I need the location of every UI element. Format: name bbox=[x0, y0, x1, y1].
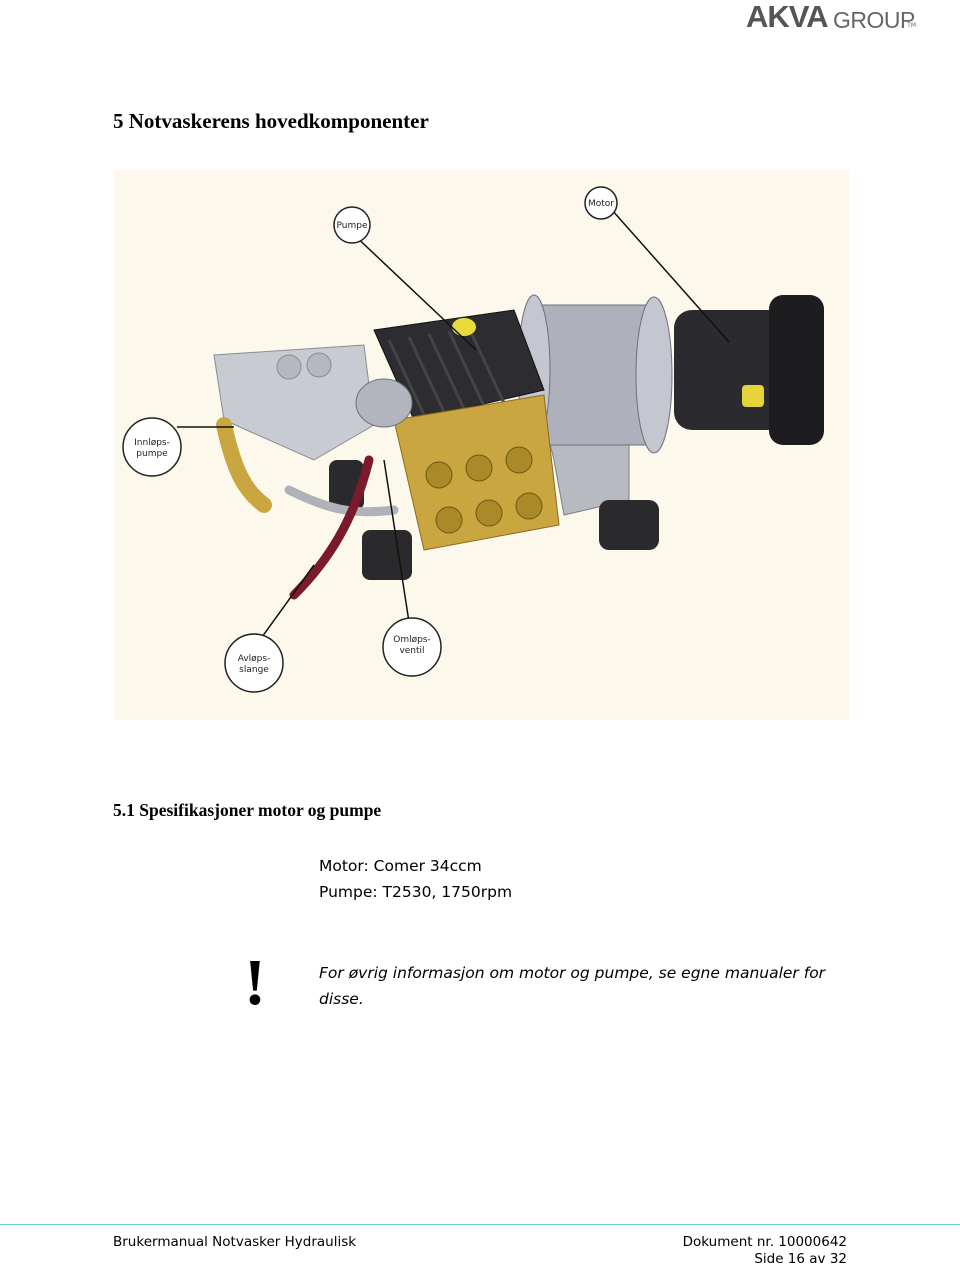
drain-hose bbox=[289, 455, 374, 600]
crankcase-rib bbox=[427, 333, 466, 410]
callout-leader bbox=[611, 209, 730, 343]
notice-text: For øvrig informasjon om motor og pumpe,… bbox=[319, 964, 826, 1008]
callout-leader bbox=[383, 459, 410, 623]
section-title: 5 Notvaskerens hovedkomponenter bbox=[113, 109, 429, 133]
footer-document-number: Dokument nr. 10000642 bbox=[682, 1234, 847, 1250]
oil-cap bbox=[452, 318, 476, 336]
rubber-foot bbox=[362, 530, 412, 580]
mounting-bracket bbox=[213, 344, 375, 461]
callout-avlops-line1: Avløps- bbox=[238, 654, 271, 664]
bracket-hole bbox=[306, 352, 332, 378]
callout-leader bbox=[261, 564, 315, 638]
motor-endcap bbox=[769, 295, 824, 445]
brass-valve-plug bbox=[505, 446, 533, 474]
logo-trademark: TM bbox=[907, 22, 916, 29]
brass-valve-plug bbox=[435, 506, 463, 534]
inlet-elbow bbox=[216, 417, 272, 513]
subsection-title: 5.1 Spesifikasjoner motor og pumpe bbox=[113, 800, 382, 820]
spec-pumpe: Pumpe: T2530, 1750rpm bbox=[319, 883, 513, 901]
callout-omlops-ventil: Omløps- ventil bbox=[382, 617, 442, 677]
rubber-foot bbox=[599, 500, 659, 550]
brass-valve-plug bbox=[515, 492, 543, 520]
callout-motor-label: Motor bbox=[588, 199, 614, 209]
callout-avlops-slange: Avløps- slange bbox=[224, 633, 284, 693]
bypass-pipe bbox=[284, 485, 399, 517]
spec-motor: Motor: Comer 34ccm bbox=[319, 857, 482, 875]
motor-port-plug bbox=[742, 385, 764, 407]
callout-pumpe-label: Pumpe bbox=[337, 221, 368, 231]
motor-pump-drawing: Pumpe Motor Innløps- pumpe Avløps- slang… bbox=[114, 170, 849, 720]
callout-innlops-line2: pumpe bbox=[136, 449, 168, 459]
logo-thin-text: GROUP bbox=[833, 7, 915, 33]
component-illustration: Pumpe Motor Innløps- pumpe Avløps- slang… bbox=[114, 170, 849, 720]
crankcase-rib bbox=[387, 339, 426, 416]
callout-leader bbox=[350, 231, 477, 351]
motor-flange bbox=[635, 296, 673, 454]
callout-motor: Motor bbox=[584, 186, 618, 220]
callout-omlops-line2: ventil bbox=[399, 646, 424, 656]
footer-page-number: Side 16 av 32 bbox=[754, 1251, 847, 1267]
unloader-valve bbox=[355, 378, 413, 428]
callout-innlops-pumpe: Innløps- pumpe bbox=[122, 417, 182, 477]
bracket-hole bbox=[276, 354, 302, 380]
callout-omlops-line1: Omløps- bbox=[393, 635, 431, 645]
exclamation-icon: ! bbox=[244, 946, 266, 1019]
brass-valve-plug bbox=[465, 454, 493, 482]
brass-valve-plug bbox=[425, 461, 453, 489]
akva-group-logo: AKVA GROUP TM bbox=[746, 0, 916, 34]
logo-bold-text: AKVA bbox=[746, 0, 829, 34]
crankcase-rib bbox=[447, 330, 486, 407]
footer-divider bbox=[0, 1224, 960, 1225]
footer-manual-title: Brukermanual Notvasker Hydraulisk bbox=[113, 1234, 357, 1250]
crankcase-rib bbox=[467, 327, 506, 404]
callout-avlops-line2: slange bbox=[239, 665, 269, 675]
callout-innlops-line1: Innløps- bbox=[134, 438, 170, 448]
callout-pumpe: Pumpe bbox=[333, 206, 371, 244]
brass-valve-plug bbox=[475, 499, 503, 527]
crankcase-rib bbox=[407, 336, 446, 413]
